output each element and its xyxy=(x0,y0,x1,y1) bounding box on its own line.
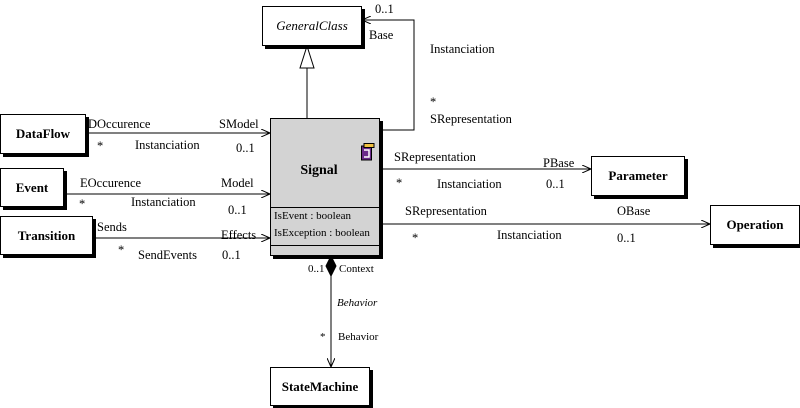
label-event-model: Model xyxy=(221,176,254,190)
class-operation-name: Operation xyxy=(726,217,784,232)
class-signal-divider-bottom xyxy=(271,245,379,246)
class-stereotype-icon xyxy=(361,143,375,161)
label-dataflow-smodel: SModel xyxy=(219,117,259,131)
label-operation-multiplicity: 0..1 xyxy=(617,231,636,245)
composition-diamond xyxy=(325,254,337,278)
class-generalclass[interactable]: GeneralClass xyxy=(262,6,362,46)
label-event-multiplicity: 0..1 xyxy=(228,203,247,217)
label-self-multiplicity: 0..1 xyxy=(375,2,394,16)
label-statemachine-association-name: Behavior xyxy=(337,297,378,309)
label-dataflow-instanciation: Instanciation xyxy=(135,138,200,152)
generalization-arrowhead xyxy=(299,44,315,69)
class-operation[interactable]: Operation xyxy=(710,205,800,245)
class-signal-divider xyxy=(271,207,379,208)
label-parameter-srepresentation: SRepresentation xyxy=(394,150,476,164)
label-parameter-instanciation: Instanciation xyxy=(437,177,502,191)
class-dataflow[interactable]: DataFlow xyxy=(0,114,86,154)
label-operation-instanciation: Instanciation xyxy=(497,228,562,242)
class-transition-name: Transition xyxy=(17,227,76,243)
label-event-star: * xyxy=(79,197,86,211)
label-transition-sendevents: SendEvents xyxy=(138,248,198,262)
base-association-line xyxy=(362,20,415,131)
class-statemachine-name: StateMachine xyxy=(281,378,359,394)
label-dataflow-star: * xyxy=(97,139,104,153)
label-statemachine-context-multiplicity: 0..1 xyxy=(308,263,325,275)
label-dataflow-multiplicity: 0..1 xyxy=(236,141,255,155)
class-event-name: Event xyxy=(15,179,49,195)
label-dataflow-role: DOccurence xyxy=(88,117,151,131)
label-operation-obase: OBase xyxy=(617,204,651,218)
label-transition-star: * xyxy=(118,243,125,257)
class-parameter-name: Parameter xyxy=(608,168,668,183)
label-statemachine-behavior-role: Behavior xyxy=(338,331,379,343)
label-self-instanciation: Instanciation xyxy=(430,42,495,56)
label-transition-role: Sends xyxy=(97,220,127,234)
label-transition-effects: Effects xyxy=(221,228,257,242)
class-generalclass-name: GeneralClass xyxy=(276,18,348,33)
label-self-star: * xyxy=(430,95,437,109)
label-parameter-multiplicity: 0..1 xyxy=(546,177,565,191)
label-transition-multiplicity: 0..1 xyxy=(222,248,241,262)
label-parameter-star: * xyxy=(396,176,403,190)
class-signal[interactable]: Signal IsEvent : boolean IsException : b… xyxy=(270,118,380,256)
label-statemachine-star: * xyxy=(320,331,326,343)
label-operation-srepresentation: SRepresentation xyxy=(405,204,487,218)
label-parameter-pbase: PBase xyxy=(543,156,575,170)
class-statemachine[interactable]: StateMachine xyxy=(270,367,370,406)
signal-attribute-isevent: IsEvent : boolean xyxy=(274,210,351,222)
class-dataflow-name: DataFlow xyxy=(15,126,71,141)
label-self-srepresentation: SRepresentation xyxy=(430,112,512,126)
class-event[interactable]: Event xyxy=(0,168,64,207)
label-event-role: EOccurence xyxy=(80,176,142,190)
label-self-base-role: Base xyxy=(369,28,394,42)
class-parameter[interactable]: Parameter xyxy=(591,156,685,196)
label-event-instanciation: Instanciation xyxy=(131,195,196,209)
class-transition[interactable]: Transition xyxy=(0,216,93,255)
label-operation-star: * xyxy=(412,231,419,245)
class-signal-name: Signal xyxy=(300,163,338,178)
label-statemachine-context-role: Context xyxy=(339,263,374,275)
signal-attribute-isexception: IsException : boolean xyxy=(274,227,370,239)
